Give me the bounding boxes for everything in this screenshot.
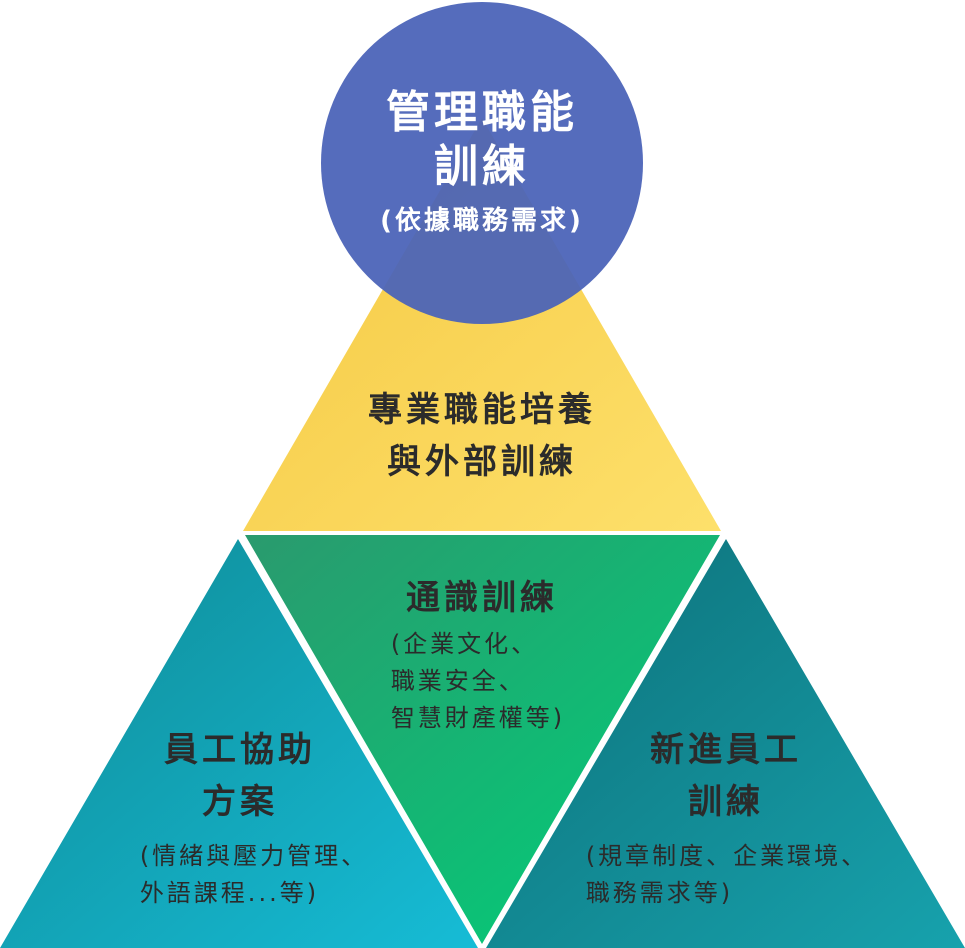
- new-employee-subtitle: (規章制度、企業環境、 職務需求等): [586, 838, 868, 912]
- new-employee-sub-line-1: (規章制度、企業環境、: [585, 842, 869, 870]
- management-training-circle: [321, 2, 643, 324]
- management-title-line-2: 訓練: [434, 141, 530, 192]
- new-employee-triangle: [486, 539, 965, 948]
- general-title-line-1: 通識訓練: [406, 578, 558, 618]
- management-label: 管理職能 訓練 (依據職務需求): [380, 86, 584, 238]
- employee-assistance-sub-line-2: 外語課程...等): [139, 879, 320, 907]
- professional-training-triangle: [243, 118, 721, 531]
- new-employee-title-line-1: 新進員工: [650, 730, 802, 770]
- general-training-triangle: [245, 535, 720, 944]
- management-subtitle: (依據職務需求): [380, 206, 584, 236]
- employee-assistance-triangle: [0, 539, 478, 948]
- general-sub-line-1: (企業文化、: [390, 630, 539, 658]
- employee-assistance-sub-line-1: (情緒與壓力管理、: [139, 842, 369, 870]
- employee-assistance-title: 員工協助 方案: [164, 724, 316, 828]
- general-sub-line-2: 職業安全、: [390, 667, 526, 695]
- employee-assistance-subtitle: (情緒與壓力管理、 外語課程...等): [140, 838, 368, 912]
- professional-title-line-1: 專業職能培養: [368, 390, 596, 430]
- management-title-line-1: 管理職能: [386, 87, 578, 138]
- employee-assistance-title-line-2: 方案: [202, 782, 278, 822]
- general-title: 通識訓練: [406, 572, 558, 624]
- general-subtitle: (企業文化、 職業安全、 智慧財產權等): [391, 626, 565, 737]
- new-employee-title: 新進員工 訓練: [650, 724, 802, 828]
- professional-title-line-2: 與外部訓練: [387, 442, 577, 482]
- new-employee-sub-line-2: 職務需求等): [585, 879, 734, 907]
- professional-label: 專業職能培養 與外部訓練: [368, 384, 596, 488]
- employee-assistance-title-line-1: 員工協助: [164, 730, 316, 770]
- new-employee-title-line-2: 訓練: [688, 782, 764, 822]
- general-sub-line-3: 智慧財產權等): [390, 704, 566, 732]
